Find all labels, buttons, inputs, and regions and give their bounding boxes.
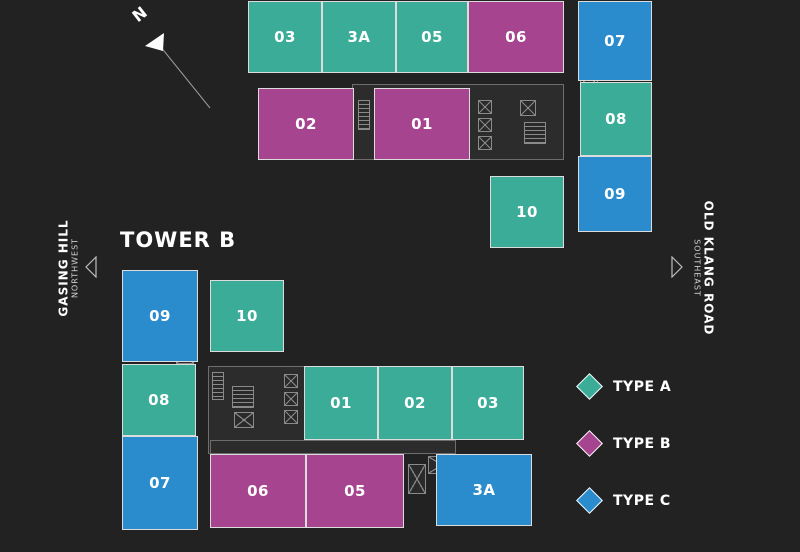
legend-swatch-type-b — [576, 430, 603, 457]
unit-label: 01 — [411, 115, 433, 133]
top-unit-3a[interactable]: 3A — [322, 1, 396, 73]
unit-label: 3A — [347, 28, 371, 46]
top-unit-01[interactable]: 01 — [374, 88, 470, 160]
unit-label: 03 — [274, 28, 296, 46]
compass-letter: N — [128, 3, 150, 26]
unit-label: 01 — [330, 394, 352, 412]
unit-label: 08 — [605, 110, 627, 128]
top-lift-3 — [478, 136, 492, 150]
direction-left-arrow-icon — [85, 256, 97, 278]
unit-label: 09 — [149, 307, 171, 325]
bottom-unit-02[interactable]: 02 — [378, 366, 452, 440]
bottom-unit-10[interactable]: 10 — [210, 280, 284, 352]
unit-label: 10 — [236, 307, 258, 325]
legend-label-type-c: TYPE C — [613, 492, 671, 509]
unit-label: 10 — [516, 203, 538, 221]
top-unit-03[interactable]: 03 — [248, 1, 322, 73]
bottom-corridor — [210, 440, 456, 454]
unit-label: 07 — [604, 32, 626, 50]
top-lift-4 — [520, 100, 536, 116]
top-stair-2 — [524, 122, 546, 144]
bottom-lift-1 — [234, 412, 254, 428]
bottom-unit-09[interactable]: 09 — [122, 270, 198, 362]
bottom-lift-3 — [284, 392, 298, 406]
unit-label: 05 — [421, 28, 443, 46]
bottom-unit-07[interactable]: 07 — [122, 436, 198, 530]
legend-item-type-c: TYPE C — [576, 487, 671, 514]
direction-right-arrow-icon — [671, 256, 683, 278]
top-unit-06[interactable]: 06 — [468, 1, 564, 73]
bottom-unit-3a[interactable]: 3A — [436, 454, 532, 526]
direction-right-name: OLD KLANG ROAD — [701, 200, 716, 336]
legend-label-type-a: TYPE A — [613, 378, 672, 395]
direction-left-sub: NORTHWEST — [70, 237, 80, 299]
top-unit-10[interactable]: 10 — [490, 176, 564, 248]
unit-label: 02 — [295, 115, 317, 133]
top-lift-2 — [478, 118, 492, 132]
bottom-stair-1 — [212, 372, 224, 400]
compass-line — [159, 45, 211, 109]
compass-arrow-icon — [145, 33, 164, 51]
unit-label: 06 — [505, 28, 527, 46]
direction-right: OLD KLANG ROAD SOUTHEAST — [693, 201, 716, 336]
unit-label: 07 — [149, 474, 171, 492]
bottom-unit-01[interactable]: 01 — [304, 366, 378, 440]
bottom-unit-05[interactable]: 05 — [306, 454, 404, 528]
unit-label: 3A — [472, 481, 496, 499]
legend-item-type-a: TYPE A — [576, 373, 672, 400]
legend-swatch-type-c — [576, 487, 603, 514]
unit-label: 09 — [604, 185, 626, 203]
compass: N — [128, 3, 211, 109]
bottom-unit-06[interactable]: 06 — [210, 454, 306, 528]
bottom-lift-2 — [284, 374, 298, 388]
top-unit-08[interactable]: 08 — [580, 82, 652, 156]
bottom-stair-2 — [232, 386, 254, 408]
unit-label: 03 — [477, 394, 499, 412]
top-unit-07[interactable]: 07 — [578, 1, 652, 81]
legend-label-type-b: TYPE B — [613, 435, 672, 452]
bottom-void-5 — [408, 464, 426, 494]
bottom-unit-03[interactable]: 03 — [452, 366, 524, 440]
bottom-unit-08[interactable]: 08 — [122, 364, 196, 436]
legend-item-type-b: TYPE B — [576, 430, 672, 457]
top-stair-1 — [358, 100, 370, 130]
direction-right-sub: SOUTHEAST — [692, 239, 702, 297]
direction-left: GASING HILL NORTHWEST — [57, 219, 80, 316]
top-unit-05[interactable]: 05 — [396, 1, 468, 73]
unit-label: 02 — [404, 394, 426, 412]
unit-label: 08 — [148, 391, 170, 409]
bottom-lift-4 — [284, 410, 298, 424]
unit-label: 05 — [344, 482, 366, 500]
unit-label: 06 — [247, 482, 269, 500]
top-unit-09[interactable]: 09 — [578, 156, 652, 232]
top-unit-02[interactable]: 02 — [258, 88, 354, 160]
legend-swatch-type-a — [576, 373, 603, 400]
tower-b-title: TOWER B — [120, 228, 237, 252]
top-lift-1 — [478, 100, 492, 114]
direction-left-name: GASING HILL — [56, 219, 71, 317]
